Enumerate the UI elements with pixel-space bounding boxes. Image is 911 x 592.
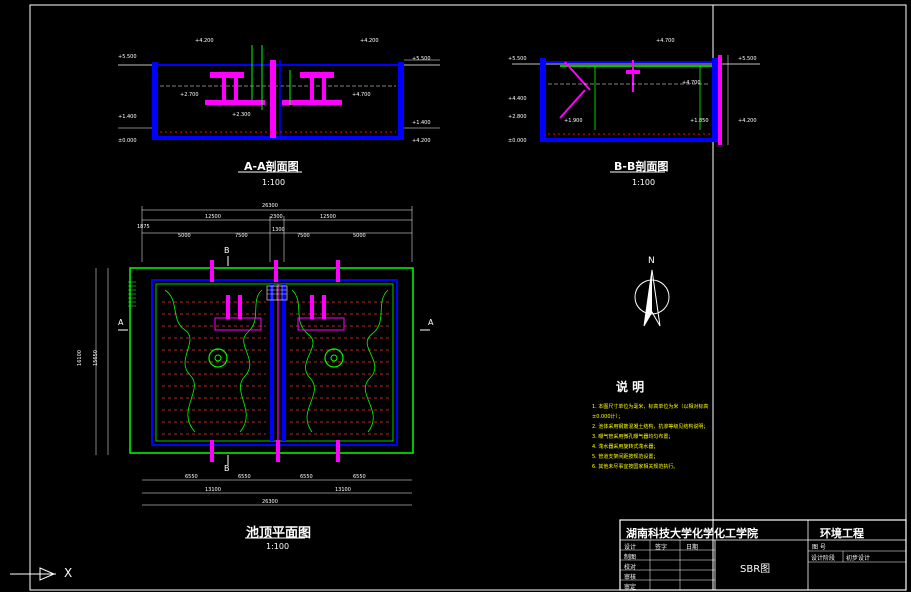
note-item-5: 5. 管道支架间距按规范设置； [592, 454, 659, 460]
title-block-row-1: 设计 [624, 544, 637, 551]
aa-section-title: A-A剖面图 [244, 160, 299, 173]
bb-section-title: B-B剖面图 [614, 160, 669, 173]
bb-elev-7: ±0.000 [508, 138, 527, 144]
bb-elev-4: +4.400 [508, 96, 527, 102]
aa-elev-10: ±0.000 [118, 138, 137, 144]
aa-elev-8: +1.400 [118, 114, 137, 120]
note-item-2: 2. 池体采用钢筋混凝土结构，抗渗等级见结构说明； [592, 424, 709, 430]
dim-bottom-1: 6550 [185, 474, 198, 480]
bb-elev-3: +5.500 [738, 56, 757, 62]
bb-elev-6: +1.900 [564, 118, 583, 124]
dim-bottom-2: 6550 [238, 474, 251, 480]
dim-top-2: 2300 [270, 214, 283, 220]
dim-total-bottom: 26300 [262, 499, 278, 505]
bb-elev-8: +1.850 [690, 118, 709, 124]
aa-elev-7: +4.700 [352, 92, 371, 98]
plan-title: 池顶平面图 [246, 526, 312, 541]
note-item-4: 4. 滗水器采用旋转式滗水器； [592, 444, 659, 450]
title-block-stage-label: 设计阶段 [811, 555, 836, 562]
dim-left-inner: 15650 [92, 350, 99, 366]
dim-left-small: 1875 [137, 224, 150, 230]
aa-elev-4: +5.500 [412, 56, 431, 62]
aa-elev-5: +2.700 [180, 92, 199, 98]
title-block-drawing-name: SBR图 [740, 564, 771, 575]
aa-elev-3: +4.200 [360, 38, 379, 44]
dim-second-3: 1300 [272, 227, 285, 233]
aa-elev-9: +1.400 [412, 120, 431, 126]
notes-list: 1. 本图尺寸单位为毫米，标高单位为米（以相对标高±0.000计）； 2. 池体… [592, 402, 712, 472]
dim-second-1: 5000 [178, 233, 191, 239]
bb-section [512, 55, 760, 173]
title-block-col-1: 签字 [655, 544, 668, 551]
bb-section-scale: 1:100 [632, 178, 656, 187]
aa-elev-11: +4.200 [412, 138, 431, 144]
title-block-row-5: 审定 [624, 584, 637, 591]
aa-section-scale: 1:100 [262, 178, 286, 187]
aa-elev-6: +2.300 [232, 112, 251, 118]
dim-second-5: 5000 [353, 233, 366, 239]
ucs-x-label: X [64, 566, 73, 580]
title-block-col-2: 日期 [686, 544, 699, 551]
note-item-3: 3. 曝气管采用微孔曝气器均匀布置； [592, 434, 674, 440]
aa-section [118, 45, 440, 173]
bb-elev-10: +4.700 [682, 80, 701, 86]
bb-elev-2: +4.700 [656, 38, 675, 44]
ucs-icon [10, 567, 56, 581]
note-item-1: 1. 本图尺寸单位为毫米，标高单位为米（以相对标高±0.000计）； [592, 404, 709, 420]
dim-left-height: 16100 [76, 350, 83, 366]
title-block-drawing-no: 图 号 [812, 544, 826, 551]
dim-bottom-3: 6550 [300, 474, 313, 480]
title-block-school: 湖南科技大学化学化工学院 [626, 527, 758, 540]
bb-elev-5: +2.800 [508, 114, 527, 120]
bb-elev-9: +4.200 [738, 118, 757, 124]
north-arrow [634, 269, 670, 327]
bb-elev-1: +5.500 [508, 56, 527, 62]
section-marker-a-left: A [118, 318, 124, 327]
plan-scale: 1:100 [266, 542, 290, 551]
section-marker-b-top: B [224, 246, 230, 255]
drawing-frame [29, 4, 907, 591]
notes-heading: 说 明 [616, 380, 645, 394]
title-block [619, 519, 907, 591]
dim-bottom-4: 6550 [353, 474, 366, 480]
title-block-row-4: 审核 [624, 574, 637, 581]
dim-top-1: 12500 [205, 214, 221, 220]
aa-elev-1: +5.500 [118, 54, 137, 60]
dim-bottom2-1: 13100 [205, 487, 221, 493]
title-block-row-2: 制图 [624, 554, 637, 561]
north-label: N [648, 256, 655, 266]
title-block-row-3: 校对 [624, 564, 637, 571]
title-block-major: 环境工程 [820, 527, 864, 540]
dim-second-4: 7500 [297, 233, 310, 239]
title-block-stage-value: 初步设计 [846, 555, 871, 562]
section-marker-a-right: A [428, 318, 434, 327]
note-item-6: 6. 其他未尽事宜按国家相关规范执行。 [592, 464, 679, 470]
dim-overall: 26300 [262, 203, 278, 209]
dim-bottom2-2: 13100 [335, 487, 351, 493]
section-marker-b-bottom: B [224, 464, 230, 473]
plan-view [95, 206, 430, 539]
aa-elev-2: +4.200 [195, 38, 214, 44]
dim-top-3: 12500 [320, 214, 336, 220]
dim-second-2: 7500 [235, 233, 248, 239]
